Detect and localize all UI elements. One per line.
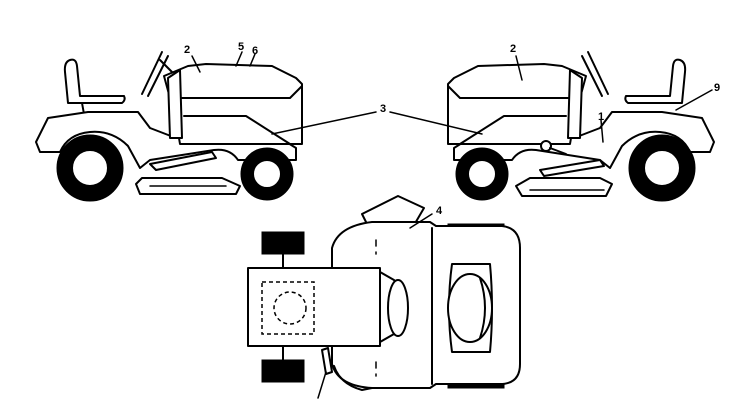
callout-lines bbox=[191, 51, 713, 399]
steering-wheel bbox=[141, 51, 169, 97]
callout-2-left: 2 bbox=[184, 44, 190, 56]
tractor-left-side-view bbox=[35, 51, 303, 202]
tractor-top-view bbox=[247, 195, 521, 391]
callout-1: 1 bbox=[598, 111, 604, 123]
front-wheel bbox=[261, 231, 305, 255]
engine-outline bbox=[261, 281, 315, 335]
hood bbox=[447, 63, 587, 145]
callout-9: 9 bbox=[714, 82, 720, 94]
tractor-right-side-view bbox=[447, 51, 715, 202]
mower-deck bbox=[515, 177, 613, 197]
callout-5: 5 bbox=[238, 41, 244, 53]
callout-3: 3 bbox=[380, 103, 386, 115]
steering-wheel bbox=[581, 51, 609, 97]
rear-fender bbox=[35, 111, 297, 169]
rear-fender bbox=[453, 111, 715, 169]
seat bbox=[63, 58, 126, 104]
seat bbox=[624, 58, 687, 104]
callout-labels: 2 5 6 3 2 1 9 4 bbox=[184, 41, 720, 217]
front-wheel bbox=[261, 359, 305, 383]
callout-2-right: 2 bbox=[510, 43, 516, 55]
callout-4: 4 bbox=[436, 205, 443, 217]
callout-6: 6 bbox=[252, 45, 258, 57]
